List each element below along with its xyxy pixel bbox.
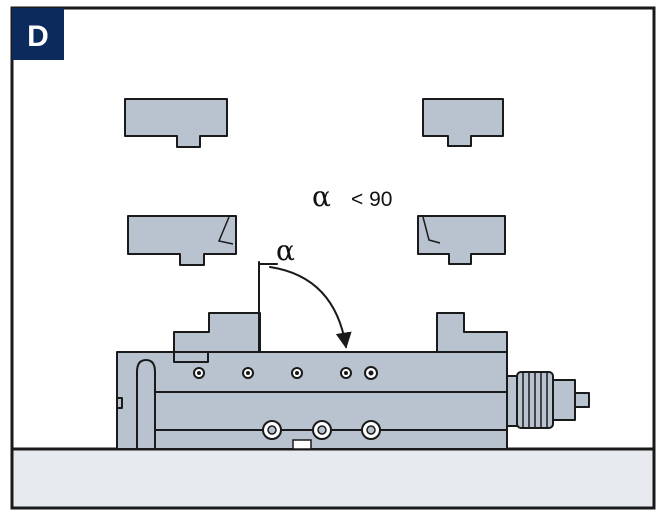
- badge-background: [12, 8, 64, 60]
- jaw-middle-left: [127, 215, 237, 266]
- vise-movable-jaw: [436, 312, 508, 353]
- fixed-jaw-step: [173, 351, 209, 363]
- vise-bottom-slot: [292, 439, 312, 450]
- vise-arch: [136, 359, 156, 450]
- crank-knurling: [522, 372, 548, 428]
- jaw-middle-right-angled-face: [422, 216, 441, 244]
- angle-arc-arrow: [269, 266, 352, 349]
- condition-text: < 90: [351, 188, 392, 211]
- jaw-top-right: [422, 98, 504, 147]
- jaw-middle-right: [417, 215, 506, 265]
- angle-indicator: α: [258, 234, 352, 353]
- jaw-middle-left-angled-face: [217, 216, 234, 245]
- jaw-top-left: [124, 98, 228, 148]
- vise-body: [116, 351, 508, 450]
- vise-crank: [506, 371, 590, 429]
- vise-large-holes: [262, 420, 381, 440]
- section-badge: D: [12, 8, 64, 60]
- condition-alpha: α: [312, 180, 331, 213]
- angle-alpha-label: α: [276, 234, 295, 267]
- crank-hub: [552, 379, 576, 421]
- vise: [116, 312, 508, 450]
- crank-collar: [506, 375, 518, 427]
- machine-table: [10, 447, 656, 510]
- vise-notch: [116, 397, 123, 409]
- vise-holes: [193, 366, 378, 380]
- badge-label: D: [27, 20, 49, 53]
- crank-square-end: [574, 392, 590, 408]
